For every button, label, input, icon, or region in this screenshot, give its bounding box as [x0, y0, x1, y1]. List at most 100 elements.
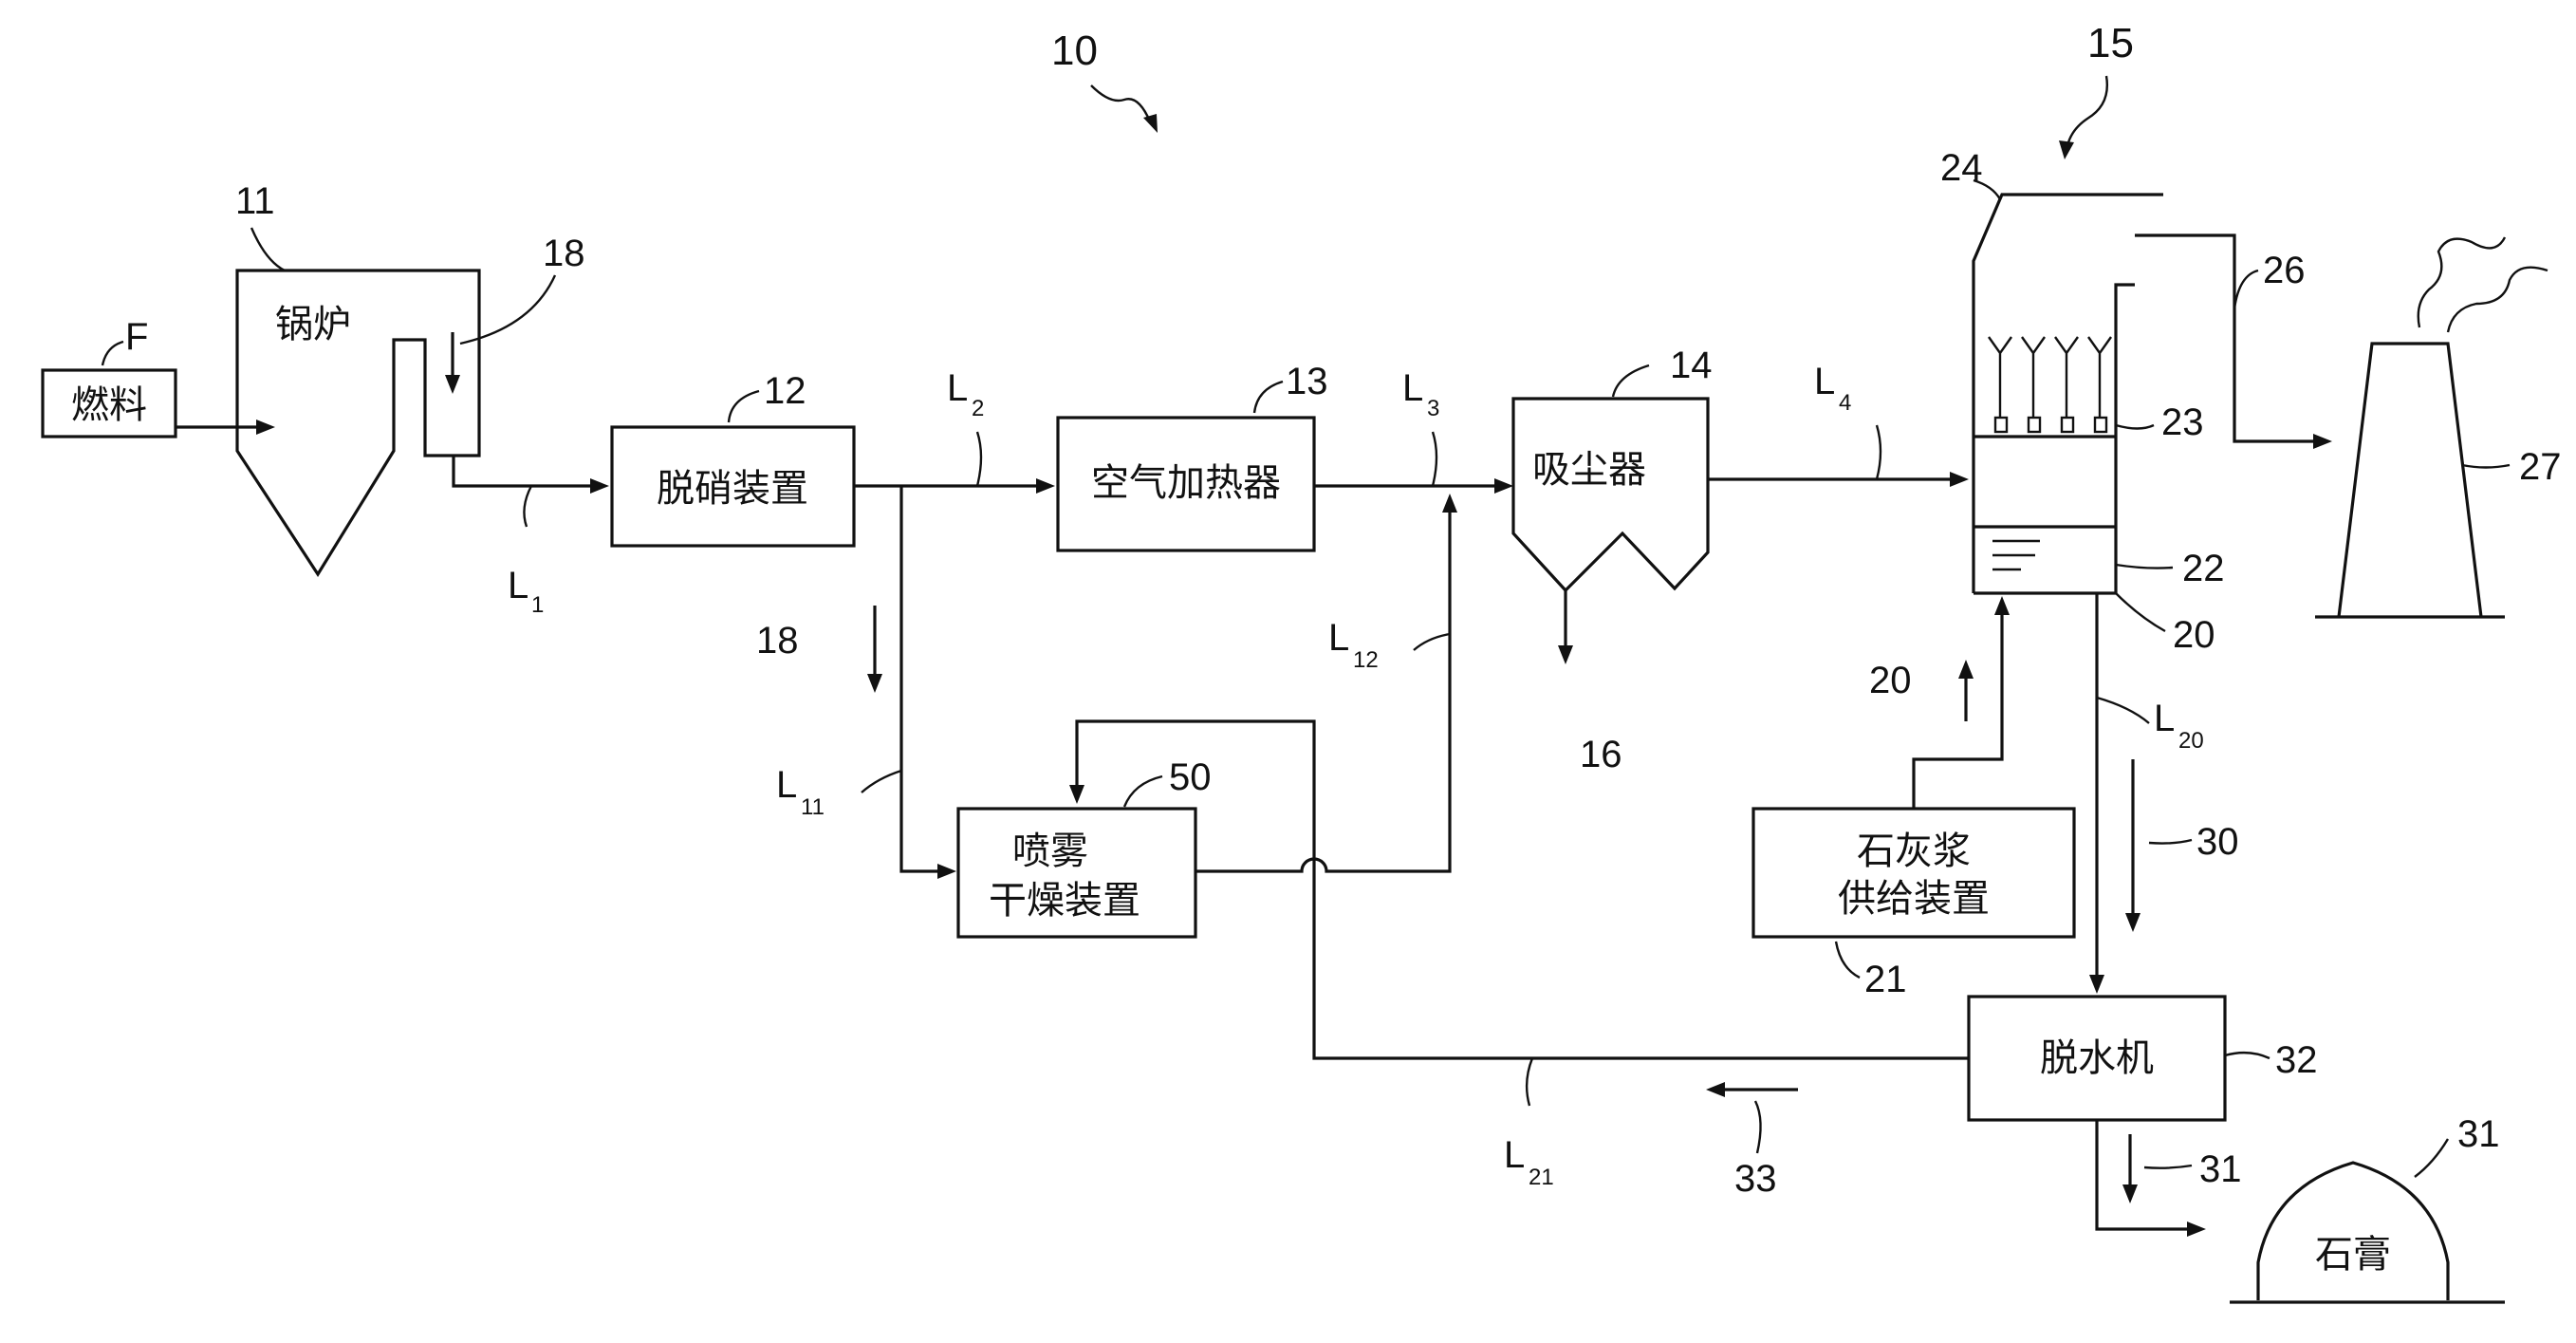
- denitration-ref-leader: [727, 389, 760, 423]
- outlet-duct: [2135, 233, 2315, 443]
- chimney-body: [2337, 342, 2483, 618]
- dehydrator-box: [1967, 995, 2227, 1122]
- line-L20: L 20 30: [2089, 593, 2239, 994]
- L20-arrowhead: [2089, 975, 2104, 994]
- nozzle-2: [2021, 336, 2046, 422]
- denitration-label: 脱硝装置: [657, 468, 808, 510]
- dehydrator-label: 脱水机: [2040, 1037, 2154, 1079]
- L11-arrowhead: [937, 864, 956, 879]
- L12-leader: [1413, 632, 1451, 651]
- nozzle-4-tip: [2093, 416, 2108, 434]
- L11-label: L: [776, 764, 797, 806]
- lime-supply-line2: 供给装置: [1838, 878, 1990, 920]
- gypsum-pipe-arrowhead: [2187, 1222, 2206, 1237]
- gypsum-flow-ref-leader: [2143, 1164, 2193, 1169]
- lime-flow-ref: 20: [1869, 660, 1912, 701]
- figure-ref-10: 10: [1051, 28, 1158, 133]
- fuel-label: 燃料: [71, 384, 147, 426]
- lime-supply-line1: 石灰浆: [1857, 830, 1971, 872]
- denitration-unit: 脱硝装置 12: [610, 370, 856, 548]
- L4-subscript: 4: [1839, 390, 1851, 416]
- L12-pipe: [1195, 511, 1452, 873]
- spray-dryer-unit: 喷雾 干燥装置 50: [956, 756, 1212, 939]
- line-L4: L 4: [1708, 361, 1969, 487]
- L4-leader: [1875, 424, 1882, 480]
- boiler-body: [235, 269, 481, 577]
- dehydrator-ref: 32: [2275, 1039, 2318, 1081]
- outlet-duct-arrowhead: [2313, 434, 2332, 449]
- L12-label: L: [1328, 617, 1349, 659]
- lime-supply-box: [1751, 807, 2076, 939]
- branch-flow-ref: 18: [756, 620, 799, 662]
- tower-top-ref: 24: [1940, 147, 1983, 189]
- drain-flow-ref: 30: [2196, 821, 2239, 863]
- desulfurizer-ref-leader: [2066, 75, 2108, 143]
- line-L11: L 11 18: [756, 486, 956, 879]
- air-heater-ref: 13: [1286, 361, 1328, 402]
- gypsum-pile: [2256, 1161, 2450, 1300]
- line-L21: L 21 33: [1069, 719, 1969, 1200]
- dehydrator-unit: 脱水机 32: [1967, 995, 2318, 1122]
- gypsum-ref-leader: [2414, 1138, 2450, 1178]
- smoke-1: [2417, 236, 2507, 328]
- L11-subscript: 11: [801, 794, 825, 820]
- dust-outlet-ref: 16: [1580, 734, 1622, 775]
- dust-collector-ref: 14: [1670, 345, 1713, 386]
- fuel-unit: 燃料 F: [41, 316, 275, 438]
- boiler-inlet-arrowhead: [445, 375, 460, 394]
- outlet-duct-ref-leader: [2233, 269, 2259, 309]
- denitration-ref: 12: [764, 370, 806, 412]
- nozzle-ref-leader: [2115, 423, 2155, 430]
- desulfurizer-unit: 15 24 23 22 20 26: [1940, 20, 2332, 656]
- tower-body-ref-leader: [2115, 592, 2166, 633]
- spray-nozzles: [1988, 336, 2112, 434]
- L3-arrowhead: [1494, 478, 1513, 494]
- filtrate-flow-ref-leader: [1753, 1100, 1762, 1154]
- dust-collector-ref-leader: [1611, 364, 1650, 398]
- nozzle-3-tip: [2060, 416, 2075, 434]
- gypsum-ref: 31: [2457, 1113, 2500, 1155]
- boiler-ref: 11: [235, 180, 275, 222]
- nozzle-3: [2054, 336, 2079, 422]
- L3-label: L: [1402, 367, 1423, 409]
- gypsum-pipe: [2095, 1120, 2192, 1231]
- L1-leader: [523, 485, 533, 528]
- dust-collector-label: 吸尘器: [1532, 449, 1646, 491]
- L11-pipe: [899, 486, 939, 873]
- drain-flow-arrowhead: [2125, 913, 2140, 932]
- nozzle-2-tip: [2027, 416, 2042, 434]
- air-heater-label: 空气加热器: [1091, 462, 1281, 504]
- nozzle-1: [1988, 336, 2012, 422]
- L1-label: L: [508, 565, 528, 606]
- spray-dryer-box: [956, 807, 1197, 939]
- chimney: 27: [2315, 236, 2562, 619]
- nozzle-4: [2087, 336, 2112, 422]
- L20-subscript: 20: [2178, 728, 2204, 754]
- figure-ref-arrowhead: [1143, 114, 1158, 133]
- boiler-inlet-ref-leader: [459, 274, 557, 345]
- boiler: 锅炉 11 18: [235, 180, 585, 577]
- branch-flow-arrowhead: [867, 674, 882, 693]
- line-L12: L 12: [1195, 494, 1457, 873]
- dust-collector-unit: 吸尘器 14 16: [1511, 345, 1713, 775]
- air-heater-box: [1056, 416, 1316, 552]
- fuel-ref: F: [125, 316, 148, 358]
- lime-flow-arrowhead: [1958, 660, 1974, 679]
- L12-arrowhead: [1442, 494, 1457, 513]
- desulfurizer-ref-arrowhead: [2059, 140, 2074, 159]
- lime-feed-pipe: [1912, 612, 2004, 809]
- nozzle-1-tip: [1993, 416, 2009, 434]
- L21-subscript: 21: [1529, 1165, 1554, 1190]
- L4-label: L: [1814, 361, 1835, 402]
- gypsum-label: 石膏: [2315, 1234, 2391, 1276]
- figure-ref-leader: [1090, 84, 1152, 122]
- drain-flow-ref-leader: [2148, 838, 2193, 845]
- L20-label: L: [2154, 698, 2175, 739]
- filtrate-flow-arrowhead: [1706, 1082, 1725, 1097]
- spray-dryer-ref: 50: [1169, 756, 1212, 798]
- slurry-ref: 22: [2182, 548, 2225, 589]
- filtrate-flow-ref: 33: [1734, 1158, 1777, 1200]
- spray-dryer-ref-leader: [1122, 774, 1163, 808]
- line-L1: L 1: [452, 456, 609, 618]
